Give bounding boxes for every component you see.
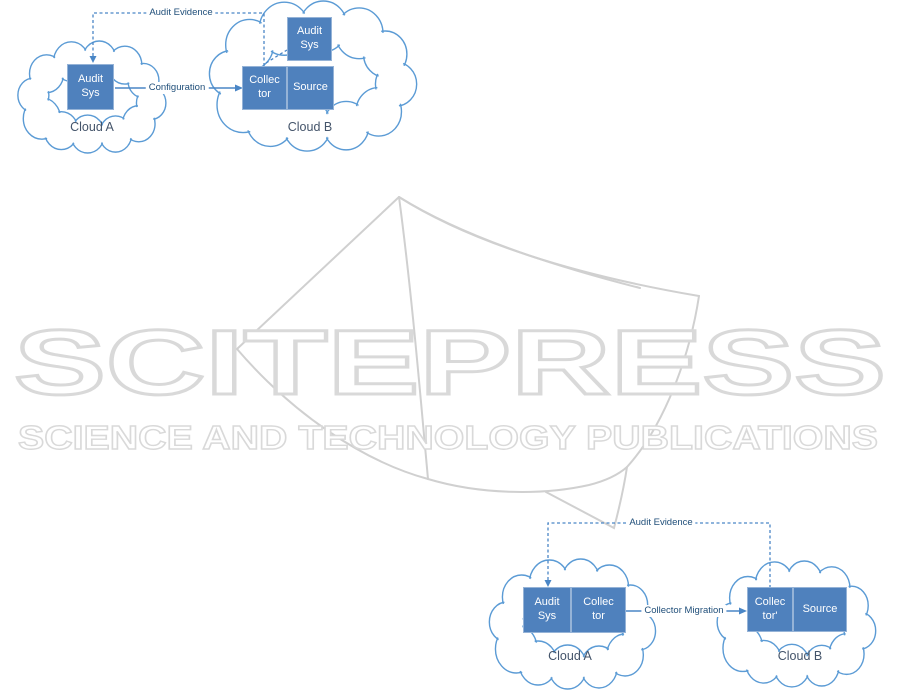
top-audit-evidence-label: Audit Evidence	[146, 7, 216, 19]
arrowhead-right-icon	[235, 84, 243, 92]
bottom-cloud-b-source-box: Source	[793, 587, 847, 632]
bottom-cloud-b-collector-prime-box: Collec tor'	[747, 587, 793, 632]
open-book-watermark-graphic	[236, 196, 700, 530]
top-cloud-b-label: Cloud B	[287, 120, 333, 134]
bottom-cloud-a-audit-sys-box: Audit Sys	[523, 587, 571, 633]
top-cloud-b-audit-sys-box: Audit Sys	[287, 17, 332, 61]
top-cloud-a-label: Cloud A	[70, 120, 114, 134]
bottom-cloud-a-collector-box: Collec tor	[571, 587, 626, 633]
bottom-cloud-a-label: Cloud A	[548, 649, 592, 663]
bottom-cloud-b-label: Cloud B	[777, 649, 823, 663]
arrowhead-down-icon	[544, 580, 552, 587]
watermark-subtitle: SCIENCE AND TECHNOLOGY PUBLICATIONS	[18, 419, 878, 456]
bottom-audit-evidence-label: Audit Evidence	[626, 517, 696, 529]
top-cloud-b-collector-box: Collec tor	[242, 66, 287, 110]
arrowhead-down-icon	[89, 56, 97, 63]
arrowhead-right-icon	[739, 607, 747, 615]
top-cloud-b-source-box: Source	[287, 66, 334, 110]
watermark-title: SCITEPRESS	[14, 312, 886, 414]
top-configuration-label: Configuration	[145, 82, 209, 94]
bottom-collector-migration-label: Collector Migration	[641, 605, 727, 617]
top-cloud-a-audit-sys-box: Audit Sys	[67, 64, 114, 110]
